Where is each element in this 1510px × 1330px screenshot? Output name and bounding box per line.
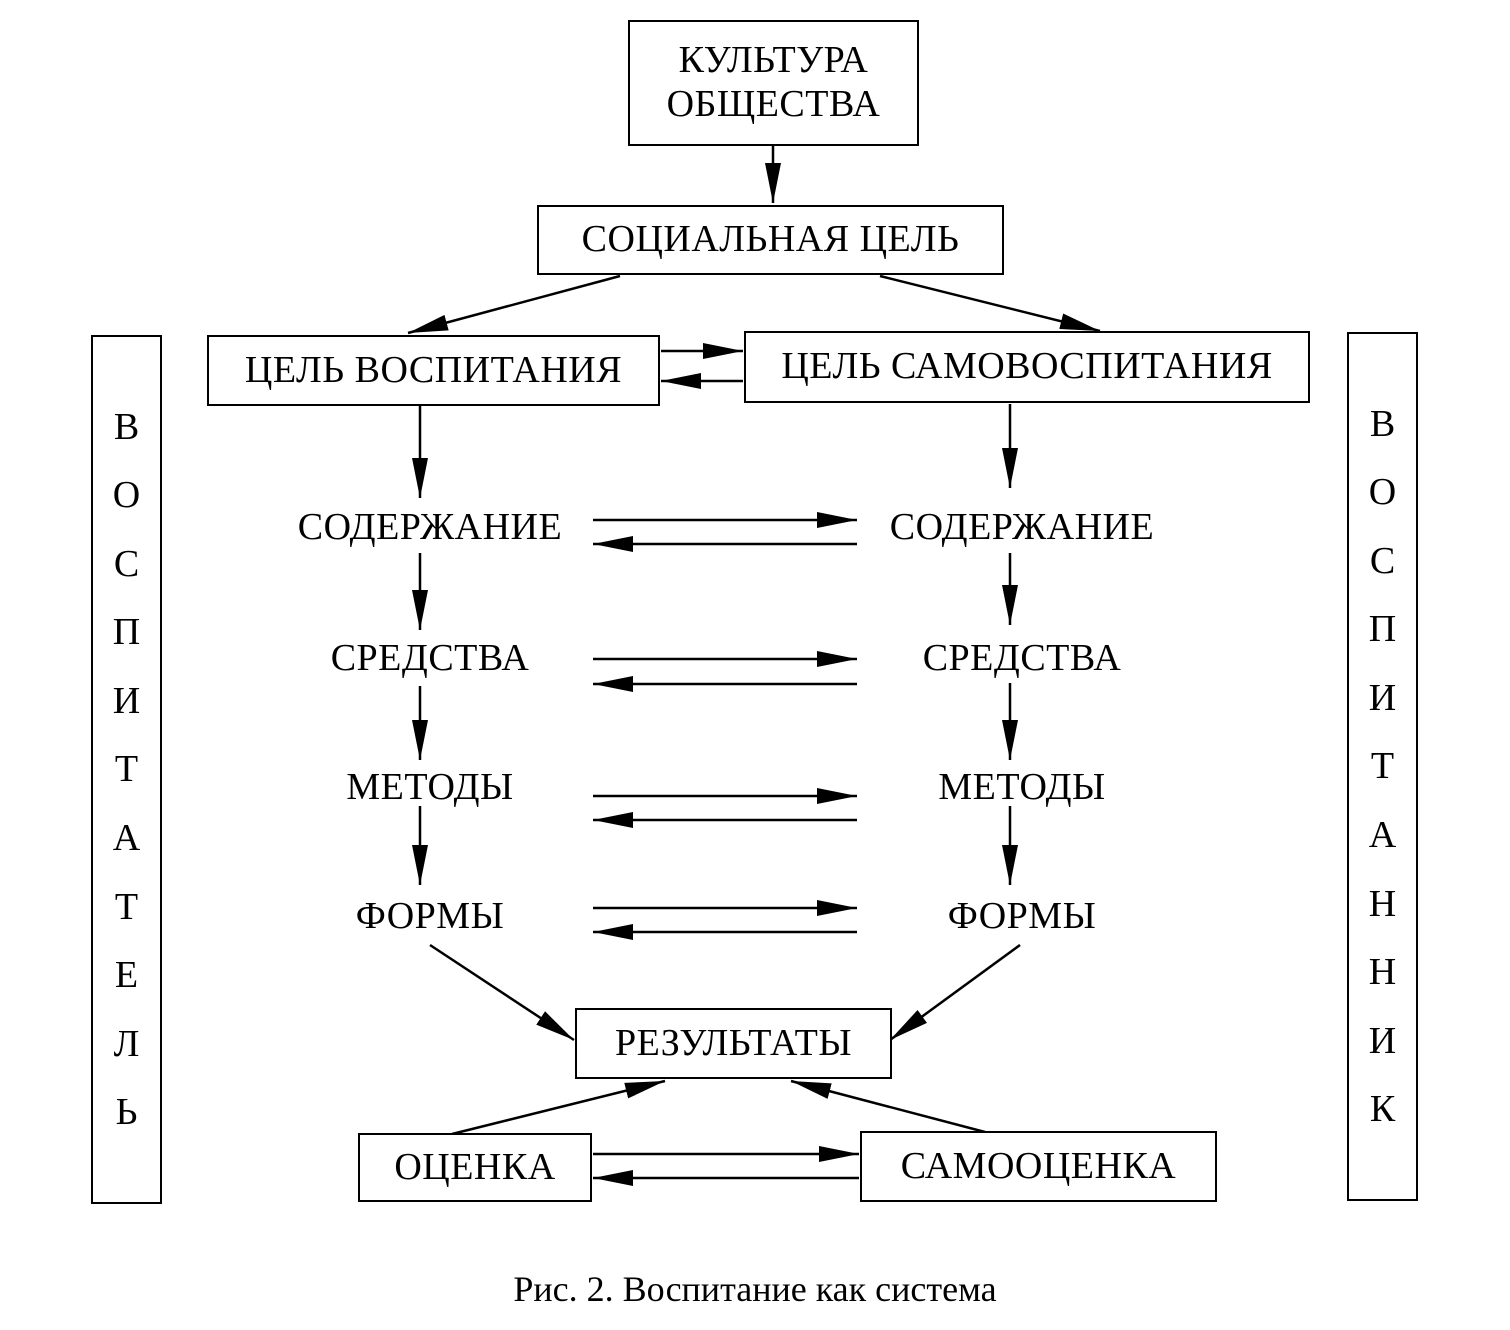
arrow-social-to-self-upbringing: [879, 274, 1101, 333]
pupil-letter: А: [1368, 814, 1397, 857]
pupil-letter: В: [1369, 402, 1396, 445]
pupil-letter: И: [1368, 676, 1397, 719]
arrow-social-to-upbringing: [407, 274, 621, 335]
right-content-label: СОДЕРЖАНИЕ: [889, 506, 1155, 548]
educator-letter: В: [113, 405, 140, 448]
educator-letter: И: [112, 679, 141, 722]
arrow-assessment-to-results: [451, 1079, 666, 1136]
pupil-letter: Т: [1370, 745, 1395, 788]
right-methods-label: МЕТОДЫ: [938, 766, 1106, 808]
arrow-right-forms-to-results: [889, 943, 1021, 1042]
educator-letter: А: [112, 817, 141, 860]
educator-letter: Е: [114, 954, 139, 997]
culture-label: КУЛЬТУРА ОБЩЕСТВА: [666, 39, 881, 125]
self-upbringing-goal-box: ЦЕЛЬ САМОВОСПИТАНИЯ: [744, 331, 1310, 403]
social-goal-label: СОЦИАЛЬНАЯ ЦЕЛЬ: [581, 218, 960, 261]
pupil-letter: П: [1368, 608, 1397, 651]
pupil-letter: Н: [1368, 951, 1397, 994]
arrow-left-forms-to-results: [429, 943, 575, 1042]
upbringing-goal-label: ЦЕЛЬ ВОСПИТАНИЯ: [244, 348, 623, 391]
educator-letter: О: [112, 474, 141, 517]
upbringing-goal-box: ЦЕЛЬ ВОСПИТАНИЯ: [207, 335, 660, 406]
figure-caption: Рис. 2. Воспитание как система: [513, 1269, 997, 1309]
culture-box: КУЛЬТУРА ОБЩЕСТВА: [628, 20, 919, 146]
right-forms-label: ФОРМЫ: [947, 895, 1097, 937]
results-box: РЕЗУЛЬТАТЫ: [575, 1008, 892, 1079]
left-content-label: СОДЕРЖАНИЕ: [297, 506, 563, 548]
assessment-box: ОЦЕНКА: [358, 1133, 592, 1202]
educator-letter: Л: [113, 1022, 140, 1065]
pupil-letter: Н: [1368, 882, 1397, 925]
self-upbringing-goal-label: ЦЕЛЬ САМОВОСПИТАНИЯ: [781, 345, 1273, 388]
arrow-self-assessment-to-results: [790, 1079, 986, 1134]
results-label: РЕЗУЛЬТАТЫ: [614, 1021, 853, 1064]
assessment-label: ОЦЕНКА: [394, 1145, 556, 1188]
self-assessment-box: САМООЦЕНКА: [860, 1131, 1217, 1202]
educator-letter: С: [113, 542, 140, 585]
pupil-letter: О: [1368, 471, 1397, 514]
self-assessment-label: САМООЦЕНКА: [900, 1144, 1177, 1187]
right-means-label: СРЕДСТВА: [922, 637, 1122, 679]
educator-letter: Т: [114, 885, 139, 928]
educator-letter: Ь: [115, 1091, 138, 1134]
pupil-vertical-box: В О С П И Т А Н Н И К: [1347, 332, 1418, 1201]
educator-vertical-box: В О С П И Т А Т Е Л Ь: [91, 335, 162, 1204]
social-goal-box: СОЦИАЛЬНАЯ ЦЕЛЬ: [537, 205, 1004, 275]
left-methods-label: МЕТОДЫ: [346, 766, 514, 808]
left-means-label: СРЕДСТВА: [330, 637, 530, 679]
left-forms-label: ФОРМЫ: [355, 895, 505, 937]
pupil-letter: И: [1368, 1019, 1397, 1062]
educator-letter: П: [112, 611, 141, 654]
educator-letter: Т: [114, 748, 139, 791]
pupil-letter: С: [1369, 539, 1396, 582]
pupil-letter: К: [1369, 1088, 1396, 1131]
